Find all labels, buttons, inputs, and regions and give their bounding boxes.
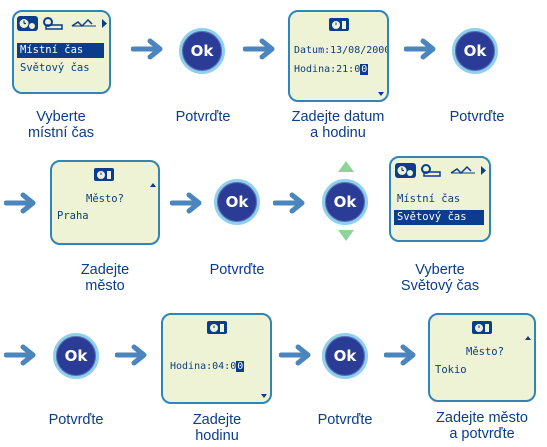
ok-button-icon[interactable]: Ok [322,333,368,379]
phone-screen-city: Město? Praha [50,160,160,245]
time-field[interactable]: Hodina:21:00 [294,64,369,75]
step-caption: Potvrďte [449,109,505,125]
menu-item-local-time[interactable]: Místní čas [17,43,104,58]
antenna-tab-icon [71,18,107,28]
nav-down-arrow-icon[interactable] [337,229,355,242]
phone-screen-date-time: Datum:13/08/2000 Hodina:21:00 [288,10,389,102]
right-arrow-icon [4,192,36,214]
phone-screen-menu-local: Místní čas Světový čas [12,10,111,94]
step-caption: Potvrďte [175,109,231,125]
ok-button-icon[interactable]: Ok [214,179,260,225]
right-arrow-icon [279,344,311,366]
phone-screen-menu-world: Místní čas Světový čas [389,156,491,242]
key-tab-icon [421,164,441,177]
ok-button-icon[interactable]: Ok [179,28,225,74]
scroll-up-icon [525,336,531,340]
scroll-up-icon [150,183,156,187]
ok-button-icon[interactable]: Ok [53,333,99,379]
right-arrow-icon [115,344,147,366]
calendar-clock-icon [472,321,492,334]
calendar-clock-icon [94,168,114,181]
ok-button-icon[interactable]: Ok [322,179,368,225]
tab-bar [394,162,488,179]
input-cursor: 0 [360,64,369,75]
step-caption: Potvrďte [209,262,265,278]
input-cursor: 0 [236,361,245,372]
nav-up-arrow-icon[interactable] [337,160,355,173]
city-question: Město? [466,346,504,358]
clock-tab-icon [17,16,38,31]
calendar-clock-icon [207,321,227,334]
scroll-down-icon [261,394,267,398]
antenna-tab-icon [450,165,486,175]
date-field[interactable]: Datum:13/08/2000 [294,45,389,56]
menu-item-local-time[interactable]: Místní čas [397,193,461,205]
menu-item-world-time[interactable]: Světový čas [20,62,90,74]
scroll-down-icon [378,92,384,96]
phone-screen-city-tokyo: Město? Tokio [428,313,536,402]
city-question: Město? [86,193,124,205]
tab-bar [16,15,108,32]
right-arrow-icon [243,38,275,60]
phone-screen-hour: Hodina:04:00 [161,313,272,404]
right-arrow-icon [4,344,36,366]
clock-tab-icon [395,163,416,178]
city-field[interactable]: Tokio [435,364,467,376]
right-arrow-icon [170,192,202,214]
calendar-clock-icon [329,18,349,31]
ok-button-icon[interactable]: Ok [452,28,498,74]
time-field[interactable]: Hodina:04:00 [170,361,245,372]
city-field[interactable]: Praha [57,210,89,222]
right-arrow-icon [131,38,163,60]
key-tab-icon [43,17,63,30]
step-caption: Potvrďte [48,412,104,428]
right-arrow-icon [273,192,305,214]
right-arrow-icon [384,344,416,366]
right-arrow-icon [404,38,436,60]
step-caption: Potvrďte [317,412,373,428]
menu-item-world-time[interactable]: Světový čas [394,210,484,225]
